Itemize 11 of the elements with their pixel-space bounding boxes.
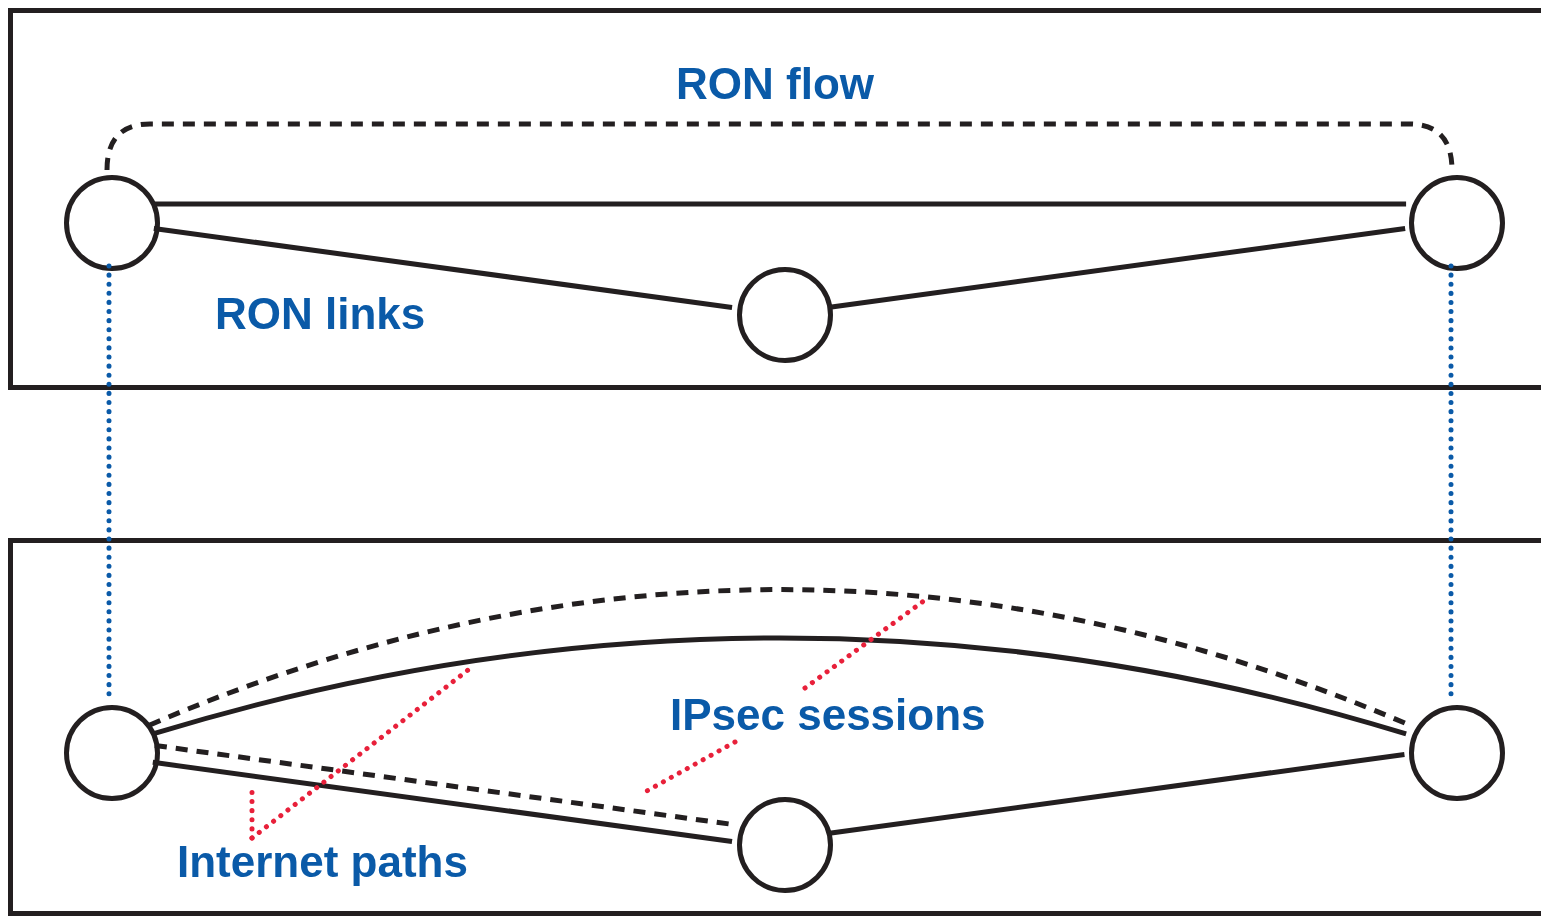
connector-line [152,635,1407,737]
leader-line [802,597,928,691]
text-label: IPsec sessions [670,693,986,737]
connector-line [104,121,1455,171]
connector-line [152,759,733,844]
text-label: RON links [215,292,426,336]
text-label: Internet paths [177,840,468,884]
leader-line [249,667,471,841]
panel-box [8,538,1541,916]
leader-line [642,739,738,795]
connector-line [152,201,1407,207]
